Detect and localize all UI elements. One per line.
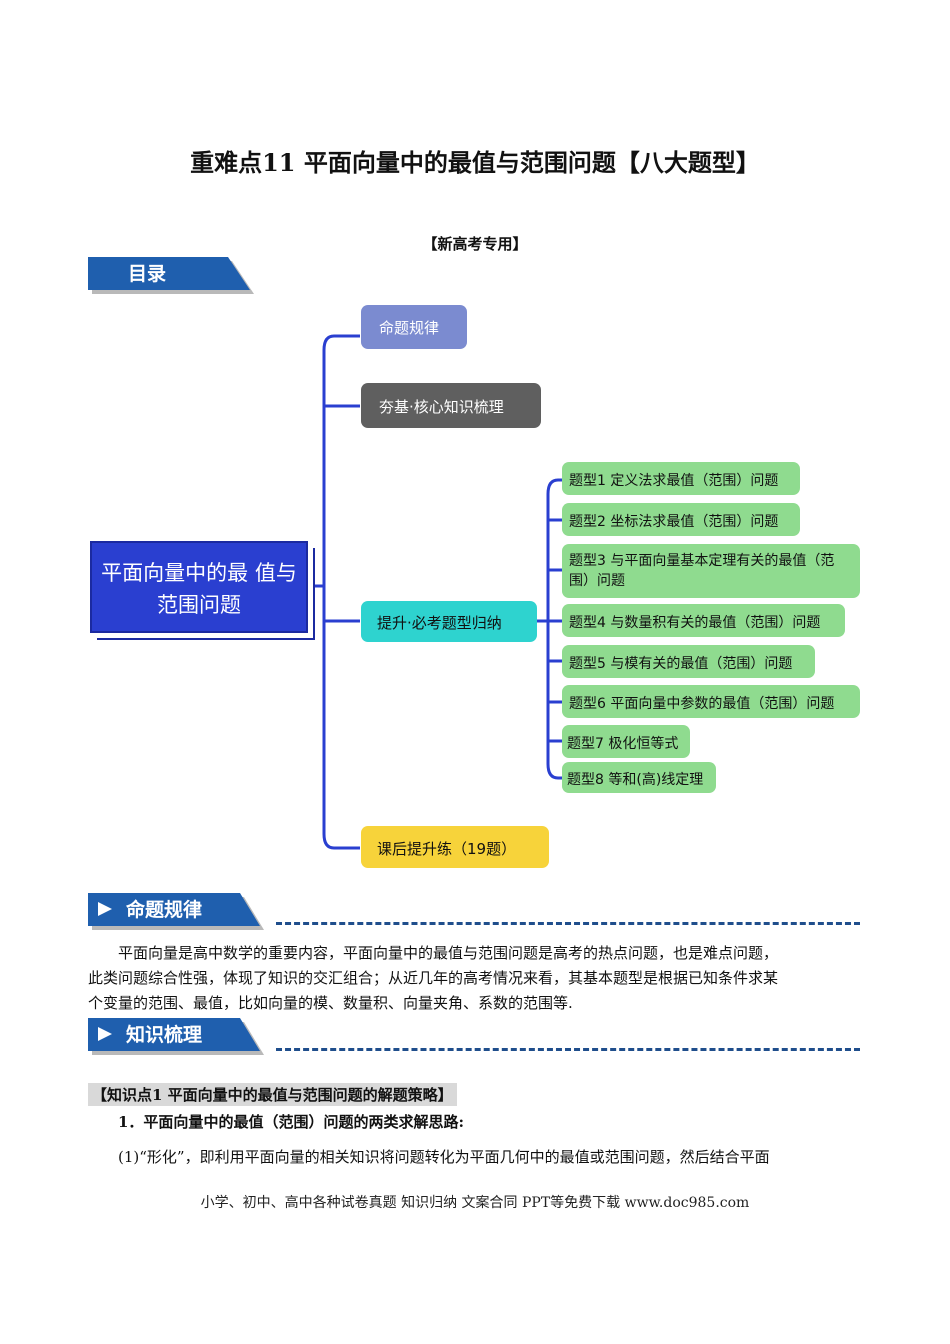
leaf-type-2-label: 题型2 坐标法求最值（范围）问题 [569, 514, 779, 530]
divider [276, 922, 860, 925]
mindmap-connectors [310, 334, 562, 850]
knowledge-point-label: 【知识点1 平面向量中的最值与范围问题的解题策略】 [88, 1083, 457, 1106]
leaf-type-4-label: 题型4 与数量积有关的最值（范围）问题 [569, 615, 821, 631]
mindmap-root: 平面向量中的最 值与范围问题 [90, 541, 308, 633]
leaf-type-3-line-1: 题型3 与平面向量基本定理有关的最值（范 [569, 553, 835, 569]
leaf-type-4[interactable]: 题型4 与数量积有关的最值（范围）问题 [562, 604, 845, 637]
leaf-type-2[interactable]: 题型2 坐标法求最值（范围）问题 [562, 503, 800, 536]
branch-practice-label: 课后提升练（19题） [377, 840, 517, 858]
knowledge-line: (1)“形化”，即利用平面向量的相关知识将问题转化为平面几何中的最值或范围问题，… [118, 1148, 770, 1166]
leaf-type-6-label: 题型6 平面向量中参数的最值（范围）问题 [569, 696, 835, 712]
banner-shape [88, 893, 264, 930]
leaf-type-7[interactable]: 题型7 极化恒等式 [562, 725, 690, 758]
paragraph-line: 个变量的范围、最值，比如向量的模、数量积、向量夹角、系数的范围等. [88, 994, 573, 1012]
page-footer: 小学、初中、高中各种试卷真题 知识归纳 文案合同 PPT等免费下载 www.do… [200, 1195, 750, 1211]
page-subtitle: 【新高考专用】 [422, 235, 528, 253]
branch-core-knowledge-label: 夯基·核心知识梳理 [379, 398, 504, 416]
leaf-type-8[interactable]: 题型8 等和(高)线定理 [562, 762, 716, 793]
leaf-type-3[interactable]: 题型3 与平面向量基本定理有关的最值（范 围）问题 [562, 544, 860, 598]
page-title: 重难点11 平面向量中的最值与范围问题【八大题型】 [190, 148, 760, 177]
paragraph-line: 平面向量是高中数学的重要内容，平面向量中的最值与范围问题是高考的热点问题，也是难… [118, 944, 779, 962]
knowledge-heading: 1．平面向量中的最值（范围）问题的两类求解思路: [118, 1113, 464, 1131]
branch-practice[interactable]: 课后提升练（19题） [361, 826, 549, 868]
branch-propositions[interactable]: 命题规律 [361, 305, 467, 349]
toc-banner: 目录 [88, 257, 256, 295]
leaf-type-7-label: 题型7 极化恒等式 [567, 736, 679, 752]
propositions-paragraph: 平面向量是高中数学的重要内容，平面向量中的最值与范围问题是高考的热点问题，也是难… [88, 941, 863, 1016]
leaf-type-8-label: 题型8 等和(高)线定理 [567, 772, 704, 788]
paragraph-line: 此类问题综合性强，体现了知识的交汇组合；从近几年的高考情况来看，其基本题型是根据… [88, 969, 779, 987]
banner-shape [88, 257, 254, 294]
leaf-type-1[interactable]: 题型1 定义法求最值（范围）问题 [562, 462, 800, 495]
section-propositions-banner: 命题规律 [88, 893, 268, 931]
leaf-type-5-label: 题型5 与模有关的最值（范围）问题 [569, 656, 793, 672]
leaf-type-5[interactable]: 题型5 与模有关的最值（范围）问题 [562, 645, 815, 678]
branch-core-knowledge[interactable]: 夯基·核心知识梳理 [361, 383, 541, 428]
leaf-type-1-label: 题型1 定义法求最值（范围）问题 [569, 473, 779, 489]
branch-question-types[interactable]: 提升·必考题型归纳 [361, 601, 537, 642]
section-knowledge-label: 知识梳理 [126, 1024, 203, 1046]
divider [276, 1048, 860, 1051]
toc-banner-label: 目录 [128, 263, 167, 285]
leaf-type-6[interactable]: 题型6 平面向量中参数的最值（范围）问题 [562, 685, 860, 718]
section-knowledge-banner: 知识梳理 [88, 1018, 268, 1056]
banner-shape [88, 1018, 264, 1055]
branch-propositions-label: 命题规律 [379, 319, 440, 337]
root-line-1: 平面向量中的最 [101, 561, 249, 585]
section-propositions-label: 命题规律 [126, 899, 203, 921]
play-icon [98, 1027, 112, 1041]
leaf-type-3-line-2: 围）问题 [569, 573, 625, 589]
play-icon [98, 902, 112, 916]
branch-question-types-label: 提升·必考题型归纳 [377, 614, 502, 632]
root-line-2: 值与范围问题 [157, 561, 297, 617]
